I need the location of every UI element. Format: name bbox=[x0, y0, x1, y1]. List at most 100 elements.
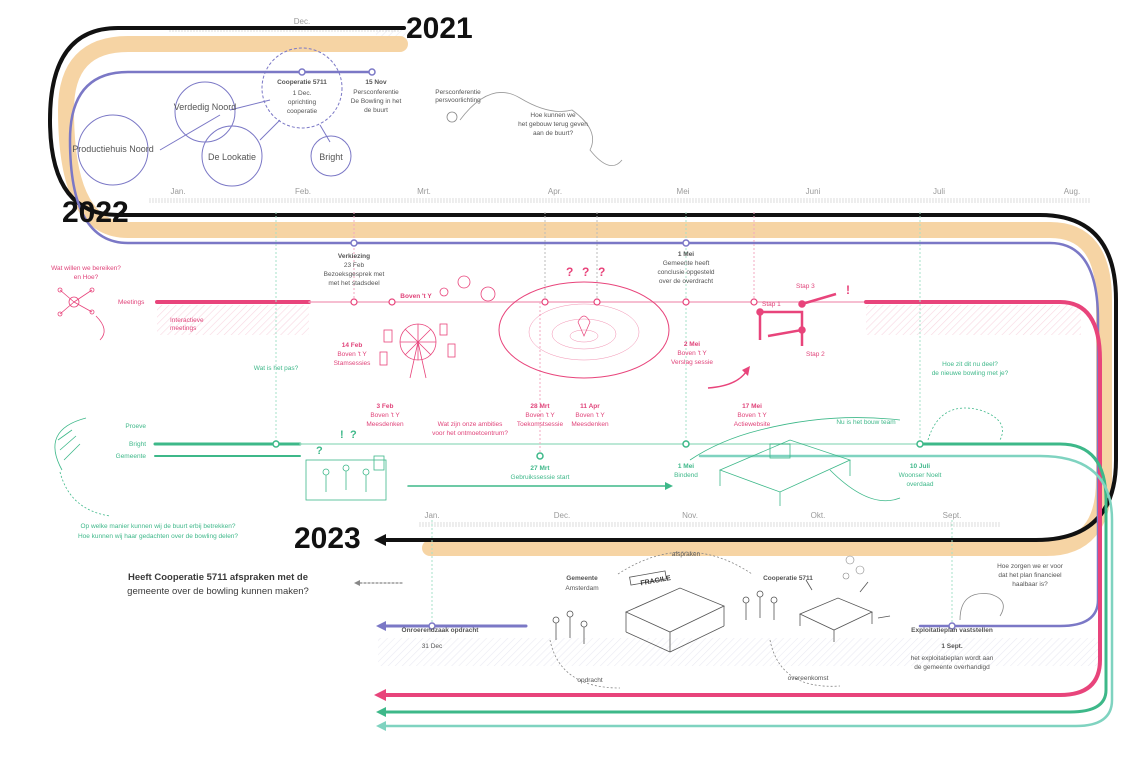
ferris-wheel-icon bbox=[379, 323, 456, 379]
feb3-l1: 3 Feb bbox=[377, 403, 394, 410]
qleft-l1: Wat willen we bereiken? bbox=[51, 265, 121, 272]
arrow-pink bbox=[374, 689, 386, 701]
hatch-meetings-right bbox=[866, 305, 1081, 335]
green-swirl-left bbox=[59, 471, 111, 517]
green-bright-right bbox=[378, 442, 1108, 714]
meetings-sub-l1: Interactieve bbox=[170, 317, 204, 324]
node-mei-purple bbox=[682, 239, 690, 247]
q2021-l3: aan de buurt? bbox=[533, 130, 574, 137]
node-feb-pink bbox=[350, 298, 358, 306]
expl-sub-l1: het exploitatieplan wordt aan bbox=[911, 655, 994, 662]
arc-top-label: afspraken bbox=[672, 551, 701, 558]
orange-band-line bbox=[57, 36, 1112, 556]
verdedig-label: Verdedig Noord bbox=[174, 102, 237, 112]
node-juli-green bbox=[916, 440, 924, 448]
arc-bottom-left-label: opdracht bbox=[577, 677, 602, 684]
end-arrows bbox=[374, 534, 386, 731]
lookatie-circle bbox=[201, 125, 263, 187]
cluster-link-3 bbox=[259, 119, 281, 141]
node-mei-green bbox=[682, 440, 690, 448]
qleft-l2: en Hoe? bbox=[74, 274, 99, 281]
bubble-1 bbox=[439, 287, 449, 297]
purple-line bbox=[68, 70, 1100, 628]
building-icon-2023 bbox=[625, 570, 725, 653]
mei2-l3: Verslag sessie bbox=[671, 359, 713, 366]
q2021-l1: Hoe kunnen we bbox=[530, 112, 576, 119]
question-marks: ? bbox=[566, 265, 573, 279]
sept1: 1 Sept. bbox=[941, 643, 963, 650]
hatch-meetings-left bbox=[157, 305, 309, 335]
verk-l1: Verkiezing bbox=[338, 253, 370, 260]
mrt28-l3: Toekomstsessie bbox=[517, 421, 564, 428]
month-mei-2022: Mei bbox=[677, 187, 690, 196]
month-mrt-2022: Mrt. bbox=[417, 187, 431, 196]
fragile-label: FRAGILE bbox=[640, 575, 672, 587]
nov-l1: Persconferentie bbox=[353, 89, 399, 96]
building-icon-2022 bbox=[718, 439, 852, 506]
productiehuis-label: Productiehuis Noord bbox=[72, 144, 154, 154]
persc-l2: persvoorlichting bbox=[435, 97, 481, 104]
year-2021: 2021 bbox=[406, 12, 473, 45]
green-fan-icon bbox=[54, 417, 87, 471]
cooperatie-circle bbox=[261, 47, 343, 129]
node-sept-2023 bbox=[948, 622, 956, 630]
year-2022: 2022 bbox=[62, 196, 129, 229]
node-dec bbox=[298, 68, 306, 76]
node-apr2-pink bbox=[593, 298, 601, 306]
cluster-link-1 bbox=[159, 114, 221, 151]
ruler-2023 bbox=[419, 522, 1000, 527]
month-dec-2021: Dec. bbox=[294, 17, 310, 26]
month-aug-2022: Aug. bbox=[1064, 187, 1080, 196]
thread-2021 bbox=[459, 92, 623, 167]
guide-lines bbox=[275, 212, 953, 626]
mei1g-l1: 1 Mei bbox=[678, 463, 694, 470]
exclaim: ! bbox=[846, 283, 850, 297]
mei-l2: Gemeente heeft bbox=[663, 260, 710, 267]
mrt27-l1: 27 Mrt bbox=[530, 465, 550, 472]
node-apr-pink bbox=[541, 298, 549, 306]
mrt28-l1: 28 Mrt bbox=[530, 403, 550, 410]
meetings-sub-l2: meetings bbox=[170, 325, 197, 332]
boven-label: Boven 't Y bbox=[400, 293, 432, 300]
mei17-l1: 17 Mei bbox=[742, 403, 762, 410]
verk-l2: 23 Feb bbox=[344, 262, 365, 269]
verk-l4: met het stadsdeel bbox=[328, 280, 380, 287]
stap3: Stap 3 bbox=[796, 283, 815, 290]
dec31: 31 Dec bbox=[422, 643, 443, 650]
content-2022: Verkiezing 23 Feb Bezoeksgesprek met met… bbox=[51, 239, 1009, 540]
month-okt-2023: Okt. bbox=[811, 511, 826, 520]
month-nov-2023: Nov. bbox=[682, 511, 698, 520]
apr11-l1: 11 Apr bbox=[580, 403, 600, 410]
dec-l2: oprichting bbox=[288, 99, 317, 106]
node-mei-pink bbox=[682, 298, 690, 306]
pink-curve-arrow bbox=[707, 371, 747, 389]
pink-meetings-right bbox=[378, 300, 1102, 697]
gemeente-l2: Amsterdam bbox=[565, 585, 598, 592]
rightq-l3: haalbaar is? bbox=[1012, 581, 1048, 588]
ambitie-l2: voor het ontmoetcentrum? bbox=[432, 430, 508, 437]
bruikbaar: Nu is het bouw team bbox=[836, 419, 895, 426]
hatch-zones bbox=[157, 28, 1098, 666]
green-left-1: Proeve bbox=[125, 423, 146, 430]
arc-top bbox=[617, 551, 753, 575]
exploitatie: Exploitatieplan vaststellen bbox=[911, 627, 993, 634]
bubble-2 bbox=[457, 275, 471, 289]
month-feb-2022: Feb. bbox=[295, 187, 311, 196]
month-jan-2022: Jan. bbox=[170, 187, 185, 196]
ruler-2022 bbox=[149, 198, 1090, 203]
mei2-l1: 2 Mei bbox=[684, 341, 700, 348]
green-q1: ? bbox=[316, 445, 323, 457]
ambitie-l1: Wat zijn onze ambities bbox=[438, 421, 504, 428]
verk-l3: Bezoeksgesprek met bbox=[324, 271, 385, 278]
node-verkiezing bbox=[350, 239, 358, 247]
node-feb-green bbox=[272, 440, 280, 448]
arc-bottom-left bbox=[549, 639, 621, 689]
month-apr-2022: Apr. bbox=[548, 187, 562, 196]
arrow-purple bbox=[376, 621, 386, 631]
q2023-l2: gemeente over de bowling kunnen maken? bbox=[127, 586, 309, 597]
arrow-green bbox=[376, 707, 386, 717]
feb14-l3: Stamsessies bbox=[334, 360, 372, 367]
persc-l1: Persconferentie bbox=[435, 89, 481, 96]
dec-l3: cooperatie bbox=[287, 108, 318, 115]
lookatie-label: De Lookatie bbox=[208, 152, 256, 162]
